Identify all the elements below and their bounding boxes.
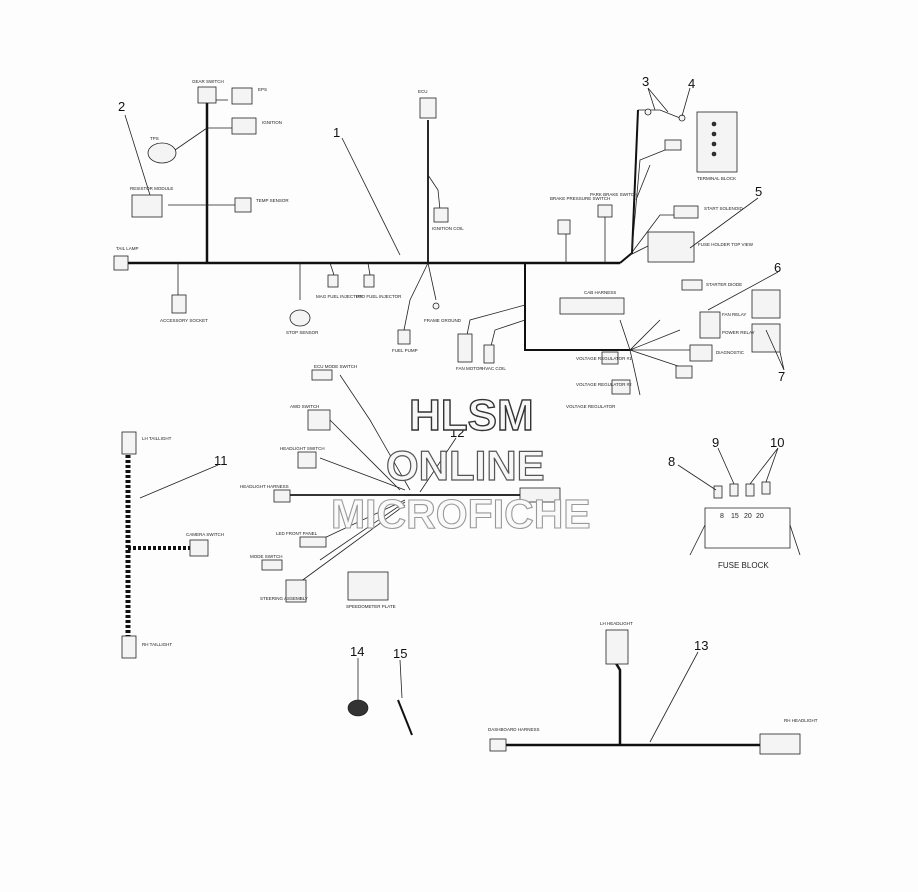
headlight-harness: LH HEADLIGHT RH HEADLIGHT DASHBOARD HARN…	[488, 621, 818, 755]
fuse-20a	[745, 483, 755, 497]
callout-11: 11	[214, 453, 228, 468]
callout-3: 3	[642, 74, 649, 89]
main-harness	[113, 86, 781, 396]
label-accessory-socket: ACCESSORY SOCKET	[160, 318, 208, 323]
cab-harness-assembly: ECU MODE SWITCH AWD SWITCH HEADLIGHT SWI…	[240, 364, 561, 609]
label-stop-sensor: STOP SENSOR	[286, 330, 319, 335]
label-tps: TPS	[150, 136, 159, 141]
label-rh-taillight: RH TAILLIGHT	[142, 642, 172, 647]
fuse-20b	[761, 481, 771, 495]
label-fan-relay: FAN RELAY	[722, 312, 746, 317]
callout-2: 2	[118, 99, 125, 114]
label-headlight-switch: HEADLIGHT SWITCH	[280, 446, 325, 451]
watermark-line3: MICROFICHE	[331, 491, 591, 537]
label-temp-sensor: TEMP SENSOR	[256, 198, 289, 203]
label-vreg-1: VOLTAGE REGULATOR #1	[576, 356, 632, 361]
label-hvac-coil: HVAC COIL	[482, 366, 506, 371]
label-frame-ground: FRAME GROUND	[424, 318, 462, 323]
resistor-module	[131, 194, 163, 218]
callout-15: 15	[393, 646, 407, 661]
label-steering: STEERING ASSEMBLY	[260, 596, 308, 601]
label-gear-switch: GEAR SWITCH	[192, 79, 224, 84]
fan-relay	[751, 289, 781, 319]
label-rh-headlight: RH HEADLIGHT	[784, 718, 818, 723]
clamp-part	[347, 699, 369, 717]
speedometer-connector	[347, 571, 389, 601]
callout-12: 12	[450, 425, 464, 440]
callout-1: 1	[333, 125, 340, 140]
fuse-holder	[647, 231, 695, 263]
label-vreg-3: VOLTAGE REGULATOR	[566, 404, 616, 409]
label-terminal-block: TERMINAL BLOCK	[697, 176, 736, 181]
label-ecu: ECU	[418, 89, 428, 94]
label-mode-switch: MODE SWITCH	[250, 554, 283, 559]
label-headlight-harness: HEADLIGHT HARNESS	[240, 484, 289, 489]
label-ignition-coil: IGNITION COIL	[432, 226, 464, 231]
watermark-line2: ONLINE	[386, 442, 545, 489]
tail-lamp-connector	[113, 255, 129, 271]
watermark-line1: HLSM	[409, 391, 534, 440]
cab-harness-connector	[559, 297, 625, 315]
fuse-label-1: 15	[731, 513, 739, 520]
fuse-8	[713, 485, 723, 499]
callout-4: 4	[688, 76, 695, 91]
cable-tie	[397, 699, 413, 736]
lh-headlight-connector	[605, 629, 629, 665]
label-lh-taillight: LH TAILLIGHT	[142, 436, 172, 441]
label-start-solenoid: START SOLENOID	[704, 206, 744, 211]
label-camera-switch: CAMERA SWITCH	[186, 532, 224, 537]
label-ignition: IGNITION	[262, 120, 282, 125]
taillight-harness: LH TAILLIGHT RH TAILLIGHT CAMERA SWITCH	[121, 431, 224, 659]
label-park-brake: PARK BRAKE SWITCH	[590, 192, 637, 197]
fuse-label-3: 20	[756, 513, 764, 520]
callout-7: 7	[778, 369, 785, 384]
fuse-label-2: 20	[744, 513, 752, 520]
lower-branch	[524, 263, 630, 351]
callout-14: 14	[350, 644, 364, 659]
label-mag-injector: MAG FUEL INJECTOR	[316, 294, 363, 299]
power-relay	[751, 323, 781, 353]
label-led-front: LED FRONT PANEL	[276, 531, 318, 536]
label-dashboard-harness: DASHBOARD HARNESS	[488, 727, 540, 732]
label-fuel-pump: FUEL PUMP	[392, 348, 418, 353]
cab-main-connector	[519, 487, 561, 503]
watermark: HLSM ONLINE MICROFICHE	[330, 390, 591, 537]
callout-6: 6	[774, 260, 781, 275]
fuse-15	[729, 483, 739, 497]
terminal-block	[696, 111, 738, 173]
label-lh-headlight: LH HEADLIGHT	[600, 621, 633, 626]
trunk-to-terminals	[619, 109, 639, 264]
ecu-connector	[419, 97, 437, 119]
callout-9: 9	[712, 435, 719, 450]
label-fan-motor: FAN MOTOR	[456, 366, 483, 371]
label-vreg-2: VOLTAGE REGULATOR #2	[576, 382, 632, 387]
label-eps: EPS	[258, 87, 267, 92]
label-tail-lamp: TAIL LAMP	[116, 246, 139, 251]
label-cab-harness: CAB HARNESS	[584, 290, 616, 295]
label-starter-diode: STARTER DIODE	[706, 282, 742, 287]
gear-switch-connector	[197, 86, 217, 104]
label-brake-pressure: BRAKE PRESSURE SWITCH	[550, 196, 610, 201]
label-resistor: RESISTOR MODULE	[130, 186, 173, 191]
callout-8: 8	[668, 454, 675, 469]
label-speedometer: SPEEDOMETER PLATE	[346, 604, 396, 609]
callout-5: 5	[755, 184, 762, 199]
callout-10: 10	[770, 435, 784, 450]
label-diagnostic: DIAGNOSTIC	[716, 350, 745, 355]
fuse-block-assembly: 8 15 20 20 FUSE BLOCK	[689, 481, 801, 570]
tps-sensor	[147, 142, 177, 164]
item-14-15	[347, 684, 413, 736]
label-ecu-mode: ECU MODE SWITCH	[314, 364, 357, 369]
label-awd-switch: AWD SWITCH	[290, 404, 319, 409]
rh-headlight-connector	[759, 733, 801, 755]
label-power-relay: POWER RELAY	[722, 330, 755, 335]
fuse-block-label: FUSE BLOCK	[718, 561, 769, 570]
callout-13: 13	[694, 638, 708, 653]
label-fuse-holder: FUSE HOLDER TOP VIEW	[698, 242, 754, 247]
fuse-label-0: 8	[720, 513, 724, 520]
label-pto-injector: PTO FUEL INJECTOR	[356, 294, 402, 299]
callout-leaders	[124, 87, 785, 743]
